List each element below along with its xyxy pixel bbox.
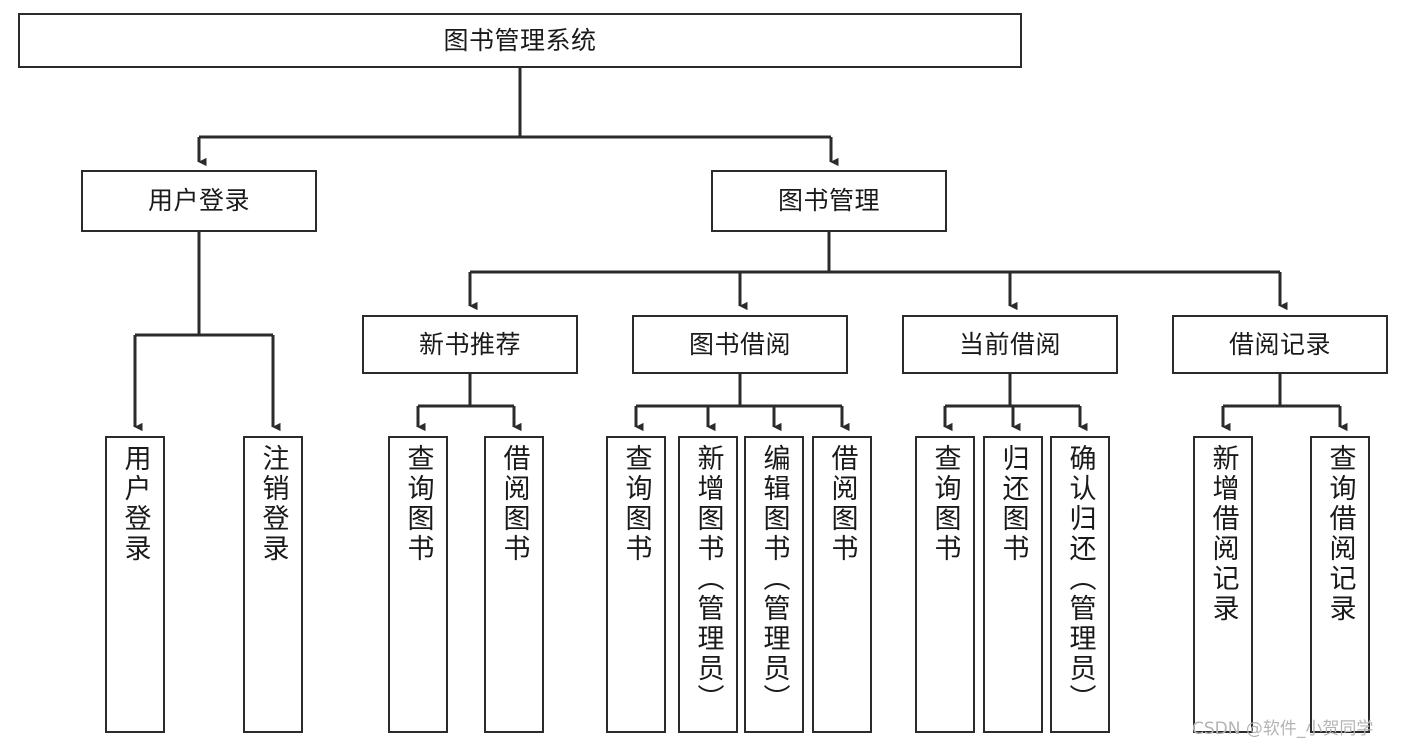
leaf-user-login-login[interactable]: 用户登录 bbox=[105, 436, 165, 733]
node-borrow-record[interactable]: 借阅记录 bbox=[1172, 315, 1388, 374]
node-label: 新增借阅记录 bbox=[1207, 444, 1239, 624]
node-user-login[interactable]: 用户登录 bbox=[81, 170, 317, 232]
node-label: 图书管理系统 bbox=[443, 25, 597, 55]
node-label: 新书推荐 bbox=[418, 329, 521, 359]
node-label: 归还图书 bbox=[997, 444, 1029, 564]
node-label: 查询图书 bbox=[929, 444, 961, 564]
leaf-book-borrow-query[interactable]: 查询图书 bbox=[606, 436, 666, 733]
node-label: 查询借阅记录 bbox=[1324, 444, 1356, 624]
node-label: 图书借阅 bbox=[688, 329, 791, 359]
leaf-book-borrow-lend[interactable]: 借阅图书 bbox=[812, 436, 872, 733]
node-current-borrow[interactable]: 当前借阅 bbox=[902, 315, 1118, 374]
node-label: 借阅记录 bbox=[1228, 329, 1331, 359]
node-label: 编辑图书（管理员） bbox=[758, 444, 790, 714]
node-label: 注销登录 bbox=[257, 444, 289, 564]
leaf-current-borrow-return[interactable]: 归还图书 bbox=[983, 436, 1043, 733]
node-label: 确认归还（管理员） bbox=[1064, 444, 1096, 714]
node-label: 查询图书 bbox=[402, 444, 434, 564]
node-label: 用户登录 bbox=[147, 186, 250, 215]
leaf-user-login-logout[interactable]: 注销登录 bbox=[243, 436, 303, 733]
node-root-system[interactable]: 图书管理系统 bbox=[18, 13, 1022, 68]
node-book-management[interactable]: 图书管理 bbox=[711, 170, 947, 232]
node-new-book-recommend[interactable]: 新书推荐 bbox=[362, 315, 578, 374]
node-label: 新增图书（管理员） bbox=[692, 444, 724, 714]
node-book-borrow[interactable]: 图书借阅 bbox=[632, 315, 848, 374]
leaf-borrow-record-add[interactable]: 新增借阅记录 bbox=[1193, 436, 1253, 733]
leaf-new-book-query[interactable]: 查询图书 bbox=[388, 436, 448, 733]
leaf-borrow-record-query[interactable]: 查询借阅记录 bbox=[1310, 436, 1370, 733]
leaf-current-borrow-query[interactable]: 查询图书 bbox=[915, 436, 975, 733]
leaf-current-borrow-confirm[interactable]: 确认归还（管理员） bbox=[1050, 436, 1110, 733]
leaf-book-borrow-add[interactable]: 新增图书（管理员） bbox=[678, 436, 738, 733]
node-label: 借阅图书 bbox=[826, 444, 858, 564]
leaf-book-borrow-edit[interactable]: 编辑图书（管理员） bbox=[744, 436, 804, 733]
node-label: 当前借阅 bbox=[958, 329, 1061, 359]
node-label: 查询图书 bbox=[620, 444, 652, 564]
node-label: 用户登录 bbox=[119, 444, 151, 564]
leaf-new-book-borrow[interactable]: 借阅图书 bbox=[484, 436, 544, 733]
node-label: 图书管理 bbox=[777, 186, 880, 215]
node-label: 借阅图书 bbox=[498, 444, 530, 564]
